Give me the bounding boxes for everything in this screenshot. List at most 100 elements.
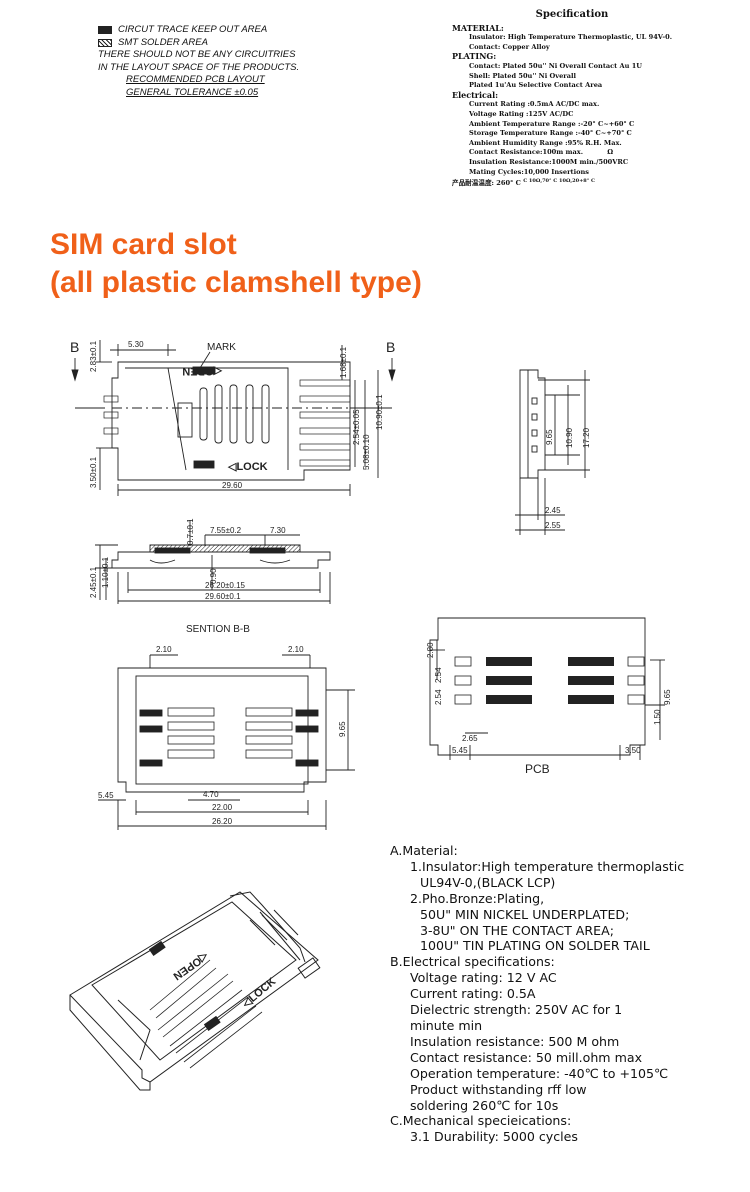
- notes-a1b: UL94V-0,(BLACK LCP): [420, 874, 556, 890]
- legend-layout: RECOMMENDED PCB LAYOUT: [126, 74, 265, 85]
- b-left-label: B: [70, 339, 79, 355]
- dim-255: 2.55: [545, 521, 561, 530]
- dim-254-pcb-a: 2.54: [434, 667, 443, 683]
- dim-265: 2.65: [462, 734, 478, 743]
- dim-1090-top: 10.90±0.1: [375, 394, 384, 430]
- dim-545-bottom: 5.45: [98, 791, 114, 800]
- notes-b3b: minute min: [410, 1017, 483, 1033]
- legend-solder: SMT SOLDER AREA: [98, 37, 299, 50]
- spec-voltage: Voltage Rating :125V AC/DC: [469, 109, 574, 118]
- dim-07: 0.7±0.1: [186, 518, 195, 545]
- legend: CIRCUT TRACE KEEP OUT AREA SMT SOLDER AR…: [98, 24, 299, 99]
- headline-line-1: SIM card slot: [50, 228, 237, 261]
- dim-090: 0.90: [209, 568, 218, 584]
- dim-470: 4.70: [203, 790, 219, 799]
- spec-humidity: Ambient Humidity Range :95% R.H. Max.: [469, 138, 622, 147]
- notes-b5: Contact resistance: 50 mill.ohm max: [410, 1049, 643, 1065]
- b-right-label: B: [386, 339, 395, 355]
- notes-a2: 2.Pho.Bronze:Plating,: [410, 890, 545, 906]
- dim-545-pcb: 5.45: [452, 746, 468, 755]
- dim-245-side: 2.45: [545, 506, 561, 515]
- dim-730: 7.30: [270, 526, 286, 535]
- notes-a2c: 100U" TIN PLATING ON SOLDER TAIL: [420, 938, 650, 954]
- mark-label: MARK: [207, 342, 236, 353]
- dim-283: 2.83±0.1: [89, 340, 98, 372]
- headline-line-2: (all plastic clamshell type): [50, 266, 422, 299]
- ohm-symbol: Ω: [607, 148, 614, 157]
- dim-350-pcb: 3.50: [625, 746, 641, 755]
- dim-965-side: 9.65: [545, 429, 554, 445]
- spec-contact: Contact: Copper Alloy: [469, 42, 550, 51]
- dim-965-pcb: 9.65: [663, 689, 672, 705]
- spec-mating: Mating Cycles:10,000 Insertions: [469, 167, 590, 176]
- spec-plating-contact: Contact: Plated 50u'' Ni Overall Contact…: [469, 61, 643, 70]
- dim-254-top: 2.54±0.05: [352, 409, 361, 445]
- spec-solder-temp-text: 产品耐温温度: 260° C: [452, 179, 521, 188]
- spec-storage-temp: Storage Temperature Range :-40° C~+70° C: [469, 129, 632, 138]
- notes-b1: Voltage rating: 12 V AC: [410, 970, 557, 986]
- spec-contact-res-text: Contact Resistance:100m max.: [469, 148, 583, 157]
- dim-210-right: 2.10: [288, 645, 304, 654]
- dim-2620-section: 26.20±0.15: [205, 581, 246, 590]
- legend-keep-out-label: CIRCUT TRACE KEEP OUT AREA: [118, 24, 268, 35]
- dim-2620-bottom: 26.20: [212, 817, 233, 826]
- notes-b7b: soldering 260℃ for 10s: [410, 1097, 559, 1113]
- legend-keep-out: CIRCUT TRACE KEEP OUT AREA: [98, 24, 299, 37]
- section-view: [95, 520, 331, 604]
- spec-solder-temp-sub: C 10Ω,70° C 10Ω,20+8° C: [523, 178, 595, 185]
- side-view: [515, 369, 590, 535]
- dim-508: 5.08±0.10: [362, 434, 371, 470]
- pcb-view: [429, 617, 665, 760]
- dim-245-section: 2.45±0.1: [89, 566, 98, 598]
- spec-material-header: MATERIAL:: [452, 22, 504, 33]
- spec-insulation: Insulation Resistance:1000M min./500VRC: [469, 157, 629, 166]
- dim-254-pcb-b: 2.54: [434, 689, 443, 705]
- legend-note-1: THERE SHOULD NOT BE ANY CIRCUITRIES: [98, 49, 296, 60]
- notes-b7: Product withstanding rff low: [410, 1081, 587, 1097]
- pcb-label: PCB: [525, 762, 550, 776]
- spec-plated-au: Plated 1u'Au Selective Contact Area: [469, 81, 603, 90]
- spec-current: Current Rating :0.5mA AC/DC max.: [469, 100, 600, 109]
- notes-b3: Dielectric strength: 250V AC for 1: [410, 1002, 623, 1018]
- legend-solder-label: SMT SOLDER AREA: [118, 36, 208, 48]
- dim-280: 2.80: [426, 642, 435, 658]
- legend-tolerance: GENERAL TOLERANCE ±0.05: [126, 86, 259, 98]
- spec-shell: Shell: Plated 50u'' Ni Overall: [469, 71, 577, 80]
- notes-c-title: C.Mechanical specieications:: [390, 1113, 572, 1129]
- open-label: ◁OPEN: [182, 365, 223, 377]
- notes-a2b: 3-8U" ON THE CONTACT AREA;: [420, 922, 614, 938]
- dim-2200: 22.00: [212, 803, 233, 812]
- dim-530: 5.30: [128, 340, 144, 349]
- spec-plating-header: PLATING:: [452, 51, 497, 62]
- headline: SIM card slot (all plastic clamshell typ…: [50, 226, 422, 302]
- dim-1720: 17.20: [582, 427, 591, 448]
- notes-c1: 3.1 Durability: 5000 cycles: [410, 1129, 578, 1145]
- notes-block: A.Material: 1.Insulator:High temperature…: [390, 843, 684, 1145]
- lock-label: ◁LOCK: [227, 461, 268, 473]
- spec-insulator: Insulator: High Temperature Thermoplasti…: [469, 33, 673, 42]
- notes-b6: Operation temperature: -40℃ to +105℃: [410, 1065, 669, 1081]
- dim-110: 1.10±0.1: [101, 556, 110, 588]
- section-label: SENTION B-B: [186, 624, 250, 635]
- notes-b-title: B.Electrical specifications:: [390, 954, 555, 970]
- dim-150: 1.50: [653, 709, 662, 725]
- solid-swatch-icon: [98, 26, 112, 35]
- specification-block: Specification MATERIAL: Insulator: High …: [452, 10, 692, 189]
- spec-ambient-temp: Ambient Temperature Range :-20° C~+60° C: [469, 119, 635, 128]
- notes-b2: Current rating: 0.5A: [410, 986, 536, 1002]
- hatched-swatch-icon: [98, 38, 112, 47]
- spec-title: Specification: [535, 9, 609, 20]
- dim-2960-section: 29.60±0.1: [205, 592, 241, 601]
- top-view: [71, 340, 396, 496]
- spec-solder-temp: 产品耐温温度: 260° C C 10Ω,70° C 10Ω,20+8° C: [452, 177, 692, 189]
- dim-1090-side: 10.90: [565, 427, 574, 448]
- dim-755: 7.55±0.2: [210, 526, 242, 535]
- spec-electrical-header: Electrical:: [452, 89, 499, 100]
- bottom-view: [98, 654, 355, 830]
- isometric-view: [69, 891, 321, 1091]
- legend-note-2: IN THE LAYOUT SPACE OF THE PRODUCTS.: [98, 61, 300, 73]
- dim-965-bottom: 9.65: [338, 721, 347, 737]
- dim-210-left: 2.10: [156, 645, 172, 654]
- dim-350-top: 3.50±0.1: [89, 456, 98, 488]
